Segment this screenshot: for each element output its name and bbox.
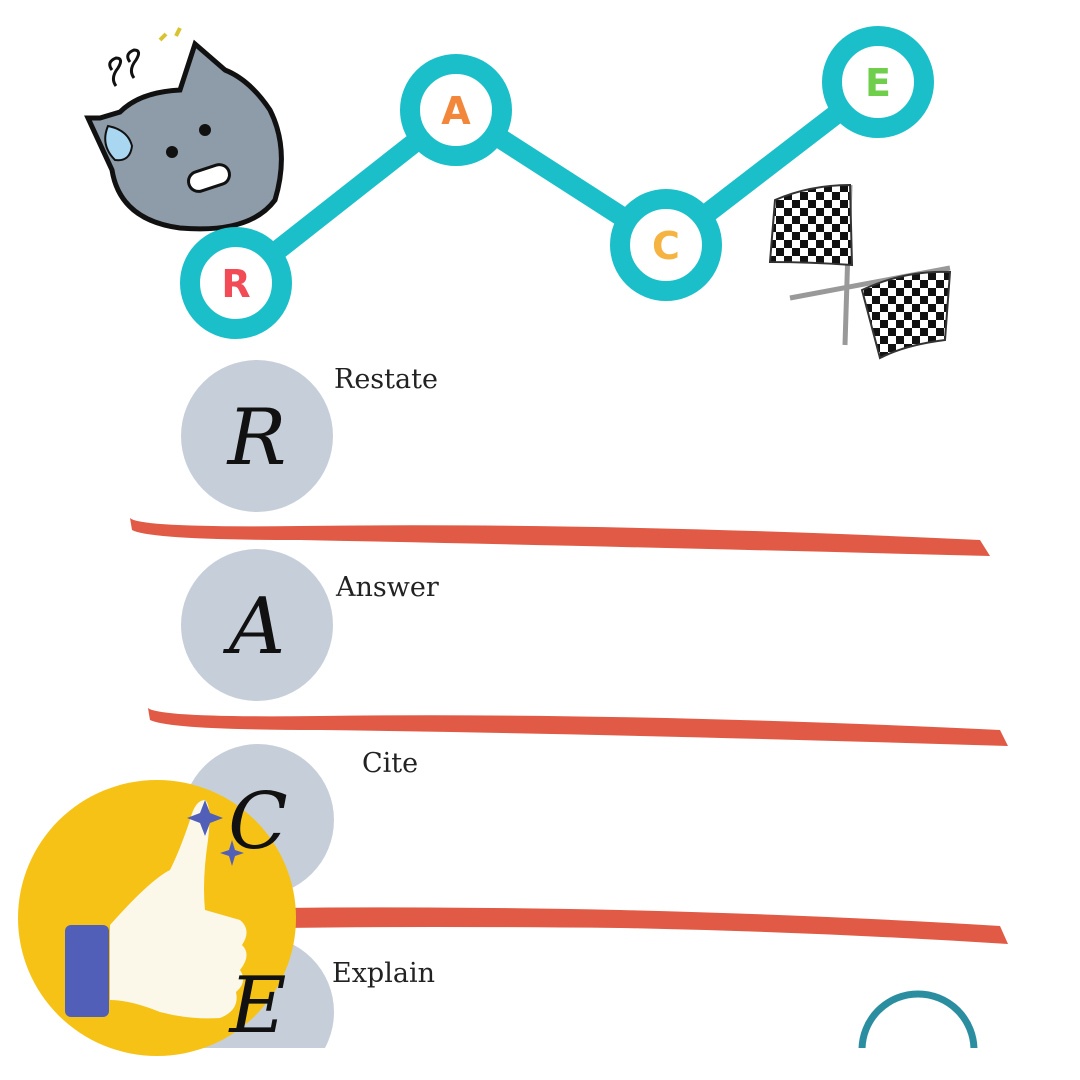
- step-label-answer: Answer: [336, 572, 439, 603]
- race-node-c: C: [610, 189, 722, 301]
- divider-line: [280, 907, 1008, 944]
- node-ring: [400, 54, 512, 166]
- step-label-restate: Restate: [334, 364, 438, 395]
- node-ring: [180, 227, 292, 339]
- step-letters: R A C E: [223, 393, 288, 1051]
- step-circle: [181, 549, 333, 701]
- divider-lines: [130, 518, 1008, 944]
- node-letter: E: [865, 61, 891, 105]
- node-ring: [822, 26, 934, 138]
- race-node-e: E: [822, 26, 934, 138]
- node-letter: A: [441, 89, 471, 133]
- node-ring: [610, 189, 722, 301]
- step-label-explain: Explain: [332, 958, 435, 989]
- step-script-letter: E: [228, 961, 287, 1051]
- divider-line: [148, 708, 1008, 746]
- step-script-letter: R: [226, 393, 287, 483]
- divider-line: [130, 518, 990, 556]
- node-letter: C: [652, 224, 680, 268]
- node-letter: R: [221, 262, 250, 306]
- step-answer: [181, 549, 333, 701]
- worried-cat-icon: [84, 27, 284, 232]
- step-label-cite: Cite: [362, 748, 419, 779]
- step-circle: [181, 360, 333, 512]
- step-restate: [181, 360, 333, 512]
- race-path: R A C E: [180, 26, 934, 339]
- step-script-letter: A: [223, 582, 285, 672]
- race-node-a: A: [400, 54, 512, 166]
- checkered-flags-icon: [768, 183, 952, 360]
- step-script-letter: C: [228, 777, 288, 867]
- race-node-r: R: [180, 227, 292, 339]
- thumbs-up-badge-icon: [18, 780, 296, 1056]
- teal-arc-decoration: [858, 990, 978, 1048]
